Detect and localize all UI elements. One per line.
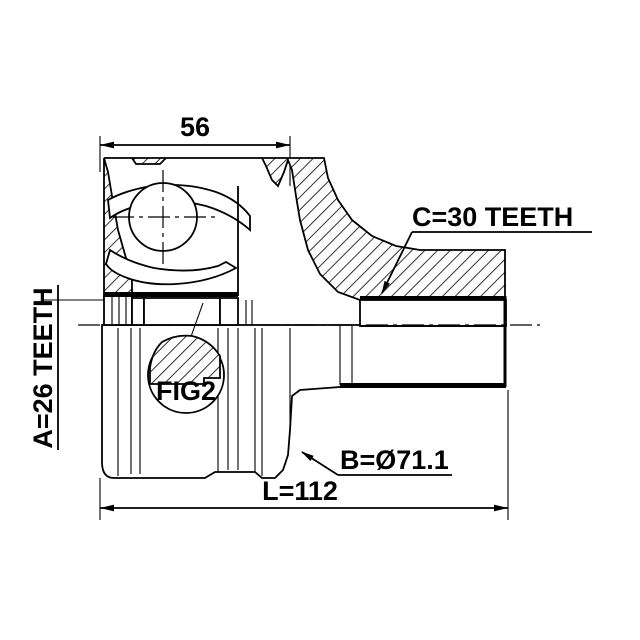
dimension-inner-spline: A=26 TEETH	[28, 285, 104, 450]
splined-shaft-outline	[339, 326, 506, 388]
dimension-label-b-diameter: B=Ø71.1	[340, 445, 449, 475]
dimension-label-l-length: L=112	[262, 476, 338, 506]
dimension-housing-length: 56	[100, 112, 290, 149]
inner-spline-hub	[103, 292, 239, 326]
ball-bearing	[112, 170, 216, 266]
splined-shaft-section	[359, 296, 507, 387]
shaft-transition-section	[238, 170, 266, 300]
leader-outer-spline: C=30 TEETH	[381, 202, 592, 294]
detail-bubble-fig2: FIG2	[147, 302, 225, 414]
dimension-label-a-teeth: A=26 TEETH	[28, 287, 58, 448]
detail-bubble-label: FIG2	[156, 376, 216, 406]
leader-outer-diameter: B=Ø71.1	[301, 445, 452, 476]
cavity-boundaries	[237, 186, 253, 325]
dimension-overall-length: L=112	[100, 476, 508, 512]
dimension-label-c-teeth: C=30 TEETH	[412, 202, 573, 232]
dimension-label-56: 56	[180, 112, 210, 142]
